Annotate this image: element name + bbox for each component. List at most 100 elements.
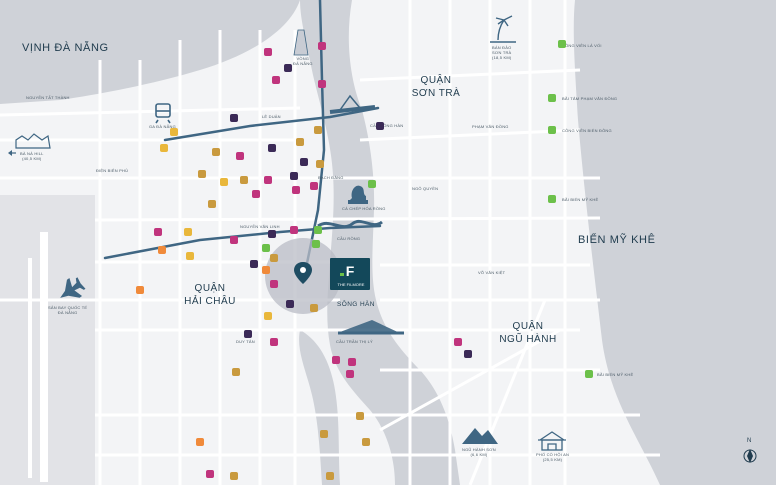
street-nguyen-van-linh: NGUYỄN VĂN LINH xyxy=(240,224,280,229)
park-marker-icon[interactable] xyxy=(585,370,593,378)
runway xyxy=(40,232,48,482)
restaurant-marker-icon[interactable] xyxy=(198,170,206,178)
hotel-marker-icon[interactable] xyxy=(290,172,298,180)
shopping-marker-icon[interactable] xyxy=(290,226,298,234)
sea-water xyxy=(573,0,776,485)
restaurant-marker-icon[interactable] xyxy=(362,438,370,446)
label-bai-bien-my-khe: BÃI BIỂN MỸ KHÊ xyxy=(562,197,599,202)
shopping-marker-icon[interactable] xyxy=(332,356,340,364)
hotel-marker-icon[interactable] xyxy=(268,230,276,238)
park-marker-icon[interactable] xyxy=(548,195,556,203)
restaurant-marker-icon[interactable] xyxy=(296,138,304,146)
label-ba-na-hill: BÀ NÀ HILL(40,5 KM) xyxy=(20,151,44,161)
restaurant-marker-icon[interactable] xyxy=(326,472,334,480)
restaurant-marker-icon[interactable] xyxy=(230,472,238,480)
park-marker-icon[interactable] xyxy=(558,40,566,48)
hotel-marker-icon[interactable] xyxy=(376,122,384,130)
hotel-marker-icon[interactable] xyxy=(464,350,472,358)
bay-water xyxy=(0,0,300,104)
street-dien-bien-phu: ĐIỆN BIÊN PHỦ xyxy=(96,168,129,173)
park-marker-icon[interactable] xyxy=(368,180,376,188)
restaurant-marker-icon[interactable] xyxy=(310,304,318,312)
shopping-marker-icon[interactable] xyxy=(252,190,260,198)
airplane-icon xyxy=(60,277,86,298)
hotel-marker-icon[interactable] xyxy=(300,158,308,166)
shopping-marker-icon[interactable] xyxy=(206,470,214,478)
label-song-han: SÔNG HÀN xyxy=(337,301,375,308)
school-marker-icon[interactable] xyxy=(160,144,168,152)
hotel-marker-icon[interactable] xyxy=(244,330,252,338)
hospital-marker-icon[interactable] xyxy=(158,246,166,254)
bridge-rong xyxy=(317,219,383,229)
filmore-logo-f-icon: F xyxy=(346,263,355,279)
hotel-marker-icon[interactable] xyxy=(284,64,292,72)
park-marker-icon[interactable] xyxy=(548,126,556,134)
label-ca-chep-hoa-rong: CÁ CHÉP HÓA RỒNG xyxy=(342,206,386,211)
shopping-marker-icon[interactable] xyxy=(346,370,354,378)
park-marker-icon[interactable] xyxy=(312,240,320,248)
park-marker-icon[interactable] xyxy=(548,94,556,102)
restaurant-marker-icon[interactable] xyxy=(240,176,248,184)
hotel-marker-icon[interactable] xyxy=(250,260,258,268)
shopping-marker-icon[interactable] xyxy=(272,76,280,84)
restaurant-marker-icon[interactable] xyxy=(320,430,328,438)
label-bien-my-khe: BIỂN MỸ KHÊ xyxy=(578,234,656,246)
school-marker-icon[interactable] xyxy=(264,312,272,320)
hospital-marker-icon[interactable] xyxy=(262,266,270,274)
shopping-marker-icon[interactable] xyxy=(270,338,278,346)
park-marker-icon[interactable] xyxy=(262,244,270,252)
restaurant-marker-icon[interactable] xyxy=(232,368,240,376)
restaurant-marker-icon[interactable] xyxy=(270,254,278,262)
shopping-marker-icon[interactable] xyxy=(270,280,278,288)
label-ga-da-nang: GA ĐÀ NẴNG xyxy=(149,124,176,129)
shopping-marker-icon[interactable] xyxy=(318,80,326,88)
hotel-marker-icon[interactable] xyxy=(286,300,294,308)
hospital-marker-icon[interactable] xyxy=(136,286,144,294)
restaurant-marker-icon[interactable] xyxy=(212,148,220,156)
shopping-marker-icon[interactable] xyxy=(236,152,244,160)
hotel-marker-icon[interactable] xyxy=(230,114,238,122)
restaurant-marker-icon[interactable] xyxy=(208,200,216,208)
shopping-marker-icon[interactable] xyxy=(230,236,238,244)
school-marker-icon[interactable] xyxy=(220,178,228,186)
shopping-marker-icon[interactable] xyxy=(454,338,462,346)
location-pin-icon[interactable] xyxy=(294,262,312,284)
label-cau-rong: CẦU RỒNG xyxy=(337,236,361,241)
school-marker-icon[interactable] xyxy=(186,252,194,260)
school-marker-icon[interactable] xyxy=(170,128,178,136)
the-filmore-badge[interactable]: F xyxy=(330,258,370,290)
shopping-marker-icon[interactable] xyxy=(318,42,326,50)
taxiway xyxy=(28,258,32,478)
han-river xyxy=(300,0,460,485)
park-marker-icon[interactable] xyxy=(314,226,322,234)
label-bai-tam-pham-van-dong: BÃI TẮM PHẠM VĂN ĐỒNG xyxy=(562,96,618,101)
shopping-marker-icon[interactable] xyxy=(264,48,272,56)
shopping-marker-icon[interactable] xyxy=(264,176,272,184)
restaurant-marker-icon[interactable] xyxy=(314,126,322,134)
street-vo-van-kiet: VÕ VĂN KIỆT xyxy=(478,270,506,275)
shopping-marker-icon[interactable] xyxy=(292,186,300,194)
label-north: N xyxy=(747,438,752,444)
shopping-marker-icon[interactable] xyxy=(310,182,318,190)
street-bach-dang: BẠCH ĐẰNG xyxy=(318,175,344,180)
shopping-marker-icon[interactable] xyxy=(348,358,356,366)
restaurant-marker-icon[interactable] xyxy=(316,160,324,168)
hospital-marker-icon[interactable] xyxy=(196,438,204,446)
label-pho-co-hoi-an: PHỐ CỔ HỘI AN(25,5 KM) xyxy=(536,452,570,462)
street-duy-tan: DUY TÂN xyxy=(236,339,255,344)
shopping-marker-icon[interactable] xyxy=(154,228,162,236)
ngu-hanh-son-icon xyxy=(462,428,498,444)
street-grid xyxy=(0,0,660,485)
restaurant-marker-icon[interactable] xyxy=(356,412,364,420)
label-ngu-hanh-son: NGŨ HÀNH SƠN(6,6 KM) xyxy=(462,447,496,457)
son-tra-palm-icon xyxy=(490,15,516,43)
school-marker-icon[interactable] xyxy=(184,228,192,236)
vong-da-nang-icon xyxy=(293,29,309,56)
hotel-marker-icon[interactable] xyxy=(268,144,276,152)
street-pham-van-dong: PHẠM VĂN ĐỒNG xyxy=(472,124,509,129)
